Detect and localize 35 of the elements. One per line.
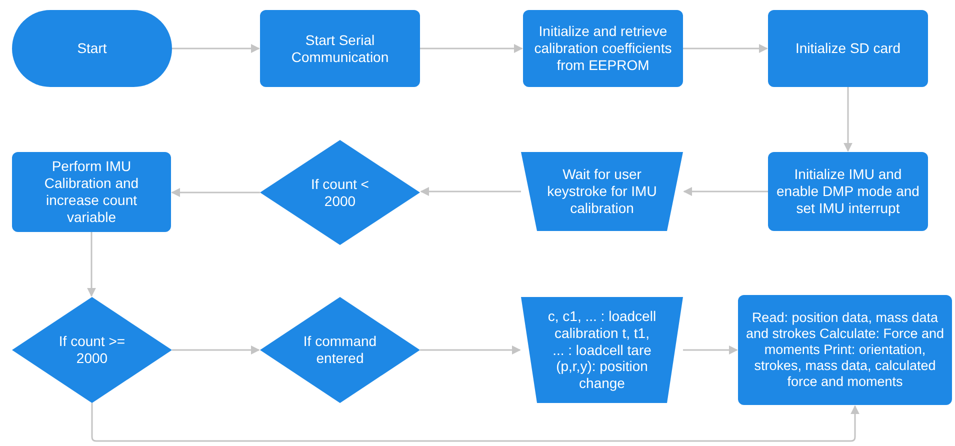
manual-input-shape xyxy=(521,152,683,231)
manual-input-shape xyxy=(521,297,683,403)
arrow xyxy=(683,346,738,354)
node-label: Initialize SD card xyxy=(795,40,901,57)
arrow xyxy=(91,403,860,442)
decision-diamond xyxy=(12,297,172,403)
arrow xyxy=(172,44,260,53)
node-label: c, c1, ... : loadcell calibration t, t1, ... : loadcell tare (p,r,y): position change xyxy=(547,308,657,392)
arrow xyxy=(172,346,260,354)
process-box xyxy=(768,152,928,231)
node-label: Initialize IMU and enable DMP mode and set IMU interrupt xyxy=(776,166,920,217)
process-box xyxy=(260,10,420,87)
node-label: If command entered xyxy=(302,333,378,367)
arrow xyxy=(844,87,852,152)
decision-diamond xyxy=(260,140,420,245)
arrow xyxy=(87,232,96,297)
arrow xyxy=(420,346,521,354)
arrow xyxy=(171,188,260,197)
process-box xyxy=(12,152,171,232)
decision-diamond xyxy=(260,297,420,403)
node-label: Start Serial Communication xyxy=(290,32,390,66)
process-box xyxy=(738,295,952,405)
node-label: Start xyxy=(77,40,107,57)
arrow xyxy=(683,44,768,53)
node-label: Perform IMU Calibration and increase count variable xyxy=(43,158,140,226)
node-label: If count < 2000 xyxy=(310,176,370,210)
node-label: If count >= 2000 xyxy=(58,333,126,367)
process-box xyxy=(768,10,928,87)
arrow xyxy=(420,187,521,196)
arrow xyxy=(683,187,768,196)
process-box xyxy=(523,10,683,87)
arrow xyxy=(420,44,523,53)
node-label: Initialize and retrieve calibration coefficients from EEPROM xyxy=(533,23,673,74)
node-label: Read: position data, mass data and strokes Calculate: Force and moments Print: orientation, strokes, mass data, calculated force and moments xyxy=(744,310,946,390)
node-label: Wait for user keystroke for IMU calibration xyxy=(547,166,657,217)
